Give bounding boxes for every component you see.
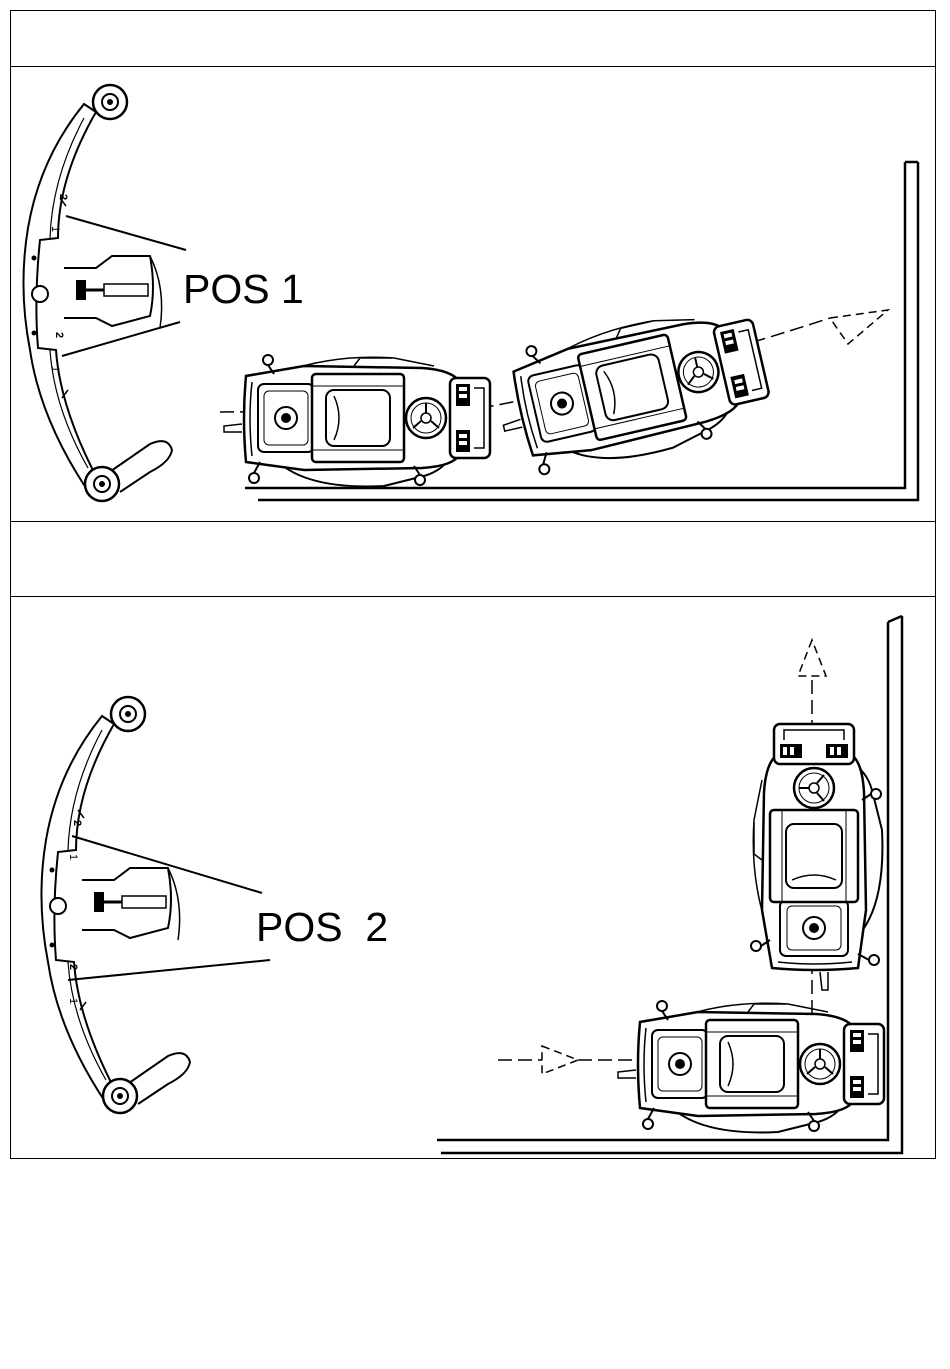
arm-mark: 1 (49, 366, 61, 372)
arm-mark: 2 (67, 964, 79, 970)
arm-mark: 1 (67, 998, 79, 1004)
arm-mark: 1 (67, 854, 79, 860)
arm-mark: 2 (57, 194, 69, 200)
arm-mark: 2 (71, 820, 83, 826)
arm-mark: 2 (53, 332, 65, 338)
arm-mark: 1 (49, 226, 61, 232)
